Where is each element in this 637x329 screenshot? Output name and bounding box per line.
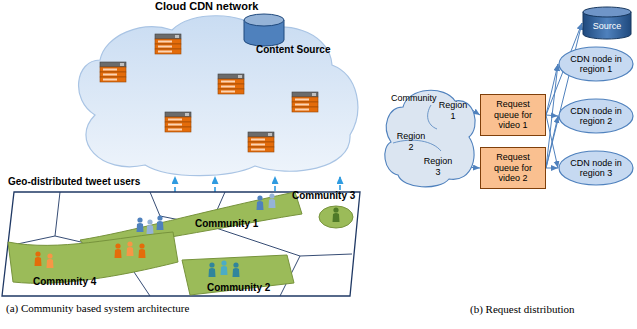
distribution-arrow bbox=[546, 168, 558, 169]
community-cloud-label: Community bbox=[391, 93, 437, 103]
community-band-label: Community 3 bbox=[292, 190, 355, 201]
text-holder: Source bbox=[582, 6, 632, 40]
region-label: Region 1 bbox=[437, 100, 469, 121]
user-map: Geo-distributed tweet usersCommunity 1 Co… bbox=[0, 176, 362, 298]
text-holder: Region 2 bbox=[391, 135, 431, 148]
distribution-arrow bbox=[546, 116, 558, 168]
source-cylinder: Source bbox=[582, 6, 632, 40]
content-source-label: Content Source bbox=[256, 44, 330, 55]
cdn-node: CDN node in region 1 bbox=[558, 46, 634, 82]
cdn-cloud: Cloud CDN networkContent Source bbox=[70, 0, 362, 176]
community-cloud: CommunityRegion 1 Region 2 Region 3 bbox=[383, 85, 477, 189]
distribution-arrow bbox=[546, 23, 582, 168]
region-label: Region 2 bbox=[395, 131, 427, 152]
region: Region 3 bbox=[418, 160, 458, 173]
cdn-node: CDN node in region 2 bbox=[558, 98, 634, 134]
text-holder: CDN node in region 2 bbox=[558, 98, 634, 134]
distribution-arrow bbox=[546, 64, 558, 168]
community-band-label: Community 4 bbox=[33, 276, 96, 287]
distribution-arrow bbox=[546, 64, 558, 115]
request-arrow bbox=[214, 176, 216, 192]
cdn-cloud-label: Cloud CDN network bbox=[155, 0, 258, 12]
content-source: Content Source bbox=[236, 14, 346, 60]
request-queue: Request queue for video 1 bbox=[480, 94, 546, 136]
source-cylinder-label: Source bbox=[593, 21, 622, 31]
region: Region 1 bbox=[433, 104, 473, 117]
caption: (b) Request distribution bbox=[470, 303, 630, 316]
region: Region 2 bbox=[391, 135, 431, 148]
request-queue: Request queue for video 2 bbox=[480, 147, 546, 189]
distribution-arrow bbox=[546, 115, 558, 168]
community-band: Community 3 bbox=[290, 190, 356, 230]
community-band-label: Community 2 bbox=[207, 282, 270, 293]
region-label: Region 3 bbox=[422, 156, 454, 177]
cdn-node: CDN node in region 3 bbox=[558, 150, 634, 186]
request-queue-label: Request queue for video 1 bbox=[484, 99, 542, 130]
caption: (a) Community based system architecture bbox=[6, 302, 211, 315]
text-holder: Region 3 bbox=[418, 160, 458, 173]
user-map-label: Geo-distributed tweet users bbox=[6, 176, 142, 187]
text-holder: Region 1 bbox=[433, 104, 473, 117]
text-holder: CDN node in region 1 bbox=[558, 46, 634, 82]
text-holder: Request queue for video 2 bbox=[480, 147, 546, 189]
cdn-node-label: CDN node in region 3 bbox=[570, 158, 622, 179]
request-queue-label: Request queue for video 2 bbox=[484, 152, 542, 183]
request-arrow bbox=[339, 176, 341, 190]
community-band-label: Community 1 bbox=[195, 218, 258, 229]
cdn-cloud-outline bbox=[70, 0, 362, 176]
text-holder: Request queue for video 1 bbox=[480, 94, 546, 136]
text-holder: CDN node in region 3 bbox=[558, 150, 634, 186]
community-band: Community 4 bbox=[8, 232, 178, 290]
cdn-node-label: CDN node in region 1 bbox=[570, 54, 622, 75]
cdn-node-label: CDN node in region 2 bbox=[570, 106, 622, 127]
community-band: Community 2 bbox=[182, 255, 297, 297]
